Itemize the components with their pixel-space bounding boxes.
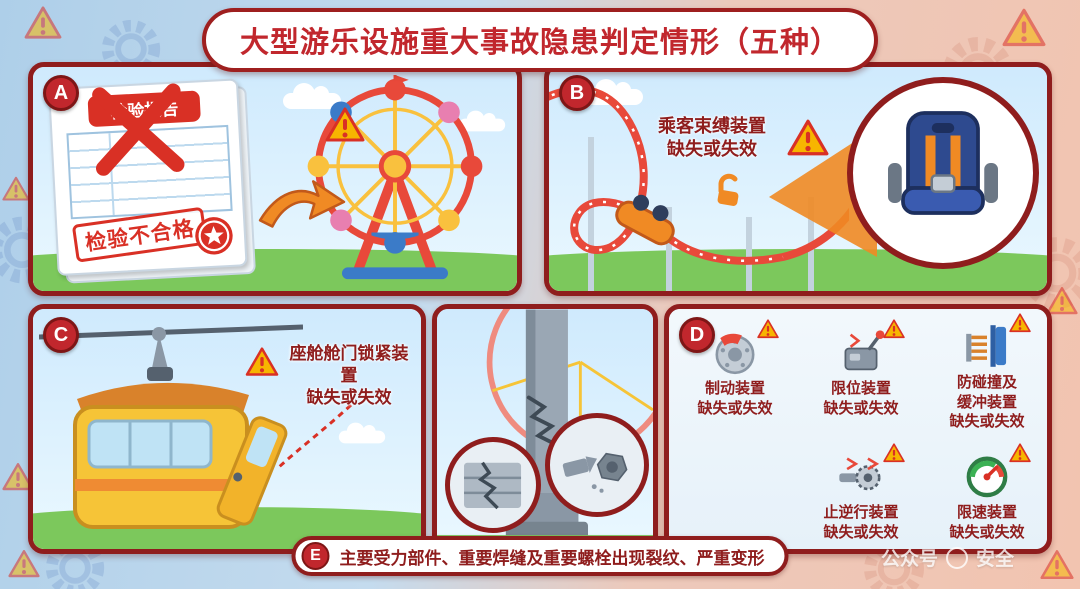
anti-reverse-icon (839, 457, 881, 491)
panel-e-banner: E 主要受力部件、重要焊缝及重要螺栓出现裂纹、严重变形 (291, 536, 789, 576)
door-lock-label-line2: 缺失或失效 (306, 388, 392, 408)
brake-icon (715, 333, 755, 375)
panel-d-badge: D (679, 317, 715, 353)
panel-a-badge-letter: A (53, 81, 69, 104)
device-item-anti-reverse: 止逆行装置 缺失或失效 (801, 443, 921, 542)
poster-title-banner: 大型游乐设施重大事故隐患判定情形（五种） (201, 8, 879, 72)
limit-switch-icon (844, 330, 885, 371)
panel-c-badge: C (43, 317, 79, 353)
broken-bolt-illustration (563, 453, 628, 494)
warning-icon (325, 107, 365, 142)
restraint-label: 乘客束缚装置 缺失或失效 (637, 115, 787, 162)
document-paper: 检验报告 检验不合格 (48, 78, 248, 277)
warning-icon (245, 347, 279, 376)
panel-c-badge-letter: C (53, 323, 69, 346)
warning-icon (1046, 287, 1078, 315)
broken-lock-icon (717, 173, 739, 206)
door-lock-label-line1: 座舱舱门锁紧装置 (289, 344, 409, 386)
panel-a-badge: A (43, 75, 79, 111)
device-item-speed-limiter: 限速装置 缺失或失效 (927, 443, 1047, 542)
warning-icon (757, 319, 779, 339)
panel-a-inspection-failed: 检验报告 检验不合格 (28, 62, 522, 296)
cable-car-illustration (39, 324, 303, 529)
device-label: 缺失或失效 (697, 399, 773, 417)
device-label: 缓冲装置 (956, 393, 1017, 411)
warning-icon (883, 319, 905, 339)
seat-with-harness-illustration (888, 111, 998, 215)
panel-cracked-column (432, 304, 658, 554)
red-x-icon (92, 83, 185, 176)
door-lock-label: 座舱舱门锁紧装置 缺失或失效 (245, 343, 413, 409)
panel-c-cabin-door-lock: 座舱舱门锁紧装置 缺失或失效 C (28, 304, 426, 554)
watermark-logo (945, 546, 968, 569)
callout-dashed-line (277, 403, 353, 469)
panel-d-device-failures: 制动装置 缺失或失效 限位装置 缺失或失效 (664, 304, 1052, 554)
warning-icon (1009, 313, 1031, 333)
device-label: 缺失或失效 (823, 399, 899, 417)
cloud-icon (458, 110, 506, 132)
ferris-wheel-illustration (307, 74, 483, 280)
panel-e-badge: E (301, 542, 330, 570)
device-item-buffer: 防碰撞及 缓冲装置 缺失或失效 (927, 313, 1047, 432)
device-label: 防碰撞及 (956, 374, 1017, 391)
page-title: 大型游乐设施重大事故隐患判定情形（五种） (239, 27, 841, 59)
inspection-report-document: 检验报告 检验不合格 (48, 78, 256, 284)
panel-b-badge: B (559, 75, 595, 111)
speed-limiter-icon (966, 456, 1008, 498)
panel-b-restraint-failure: 乘客束缚装置 缺失或失效 B (544, 62, 1052, 296)
panel-b-badge-letter: B (569, 81, 585, 104)
device-item-limit: 限位装置 缺失或失效 (801, 319, 921, 418)
crack-magnifier-circle (445, 437, 541, 533)
broken-bolt-magnifier-circle (545, 413, 649, 517)
device-label: 制动装置 (704, 380, 765, 397)
warning-icon (1002, 8, 1046, 47)
device-label: 缺失或失效 (949, 413, 1025, 430)
base-crack-illustration (464, 462, 522, 510)
warning-icon (2, 176, 30, 201)
watermark: 公众号 安全 (881, 544, 1014, 571)
cloud-icon (338, 422, 386, 444)
device-label: 止逆行装置 (823, 504, 899, 521)
warning-icon (24, 6, 62, 39)
device-label: 缺失或失效 (949, 523, 1025, 541)
device-label: 缺失或失效 (823, 523, 899, 541)
cloud-icon (283, 83, 341, 109)
device-item-brake: 制动装置 缺失或失效 (675, 319, 795, 418)
warning-icon (2, 463, 34, 491)
arrow-right-icon (258, 180, 346, 228)
warning-icon (1040, 550, 1074, 580)
panel-e-label: 主要受力部件、重要焊缝及重要螺栓出现裂纹、严重变形 (339, 548, 765, 568)
watermark-text-right: 安全 (975, 549, 1014, 570)
warning-icon (8, 550, 40, 578)
restraint-label-line1: 乘客束缚装置 (658, 116, 766, 136)
warning-icon (883, 443, 905, 463)
restraint-label-line2: 缺失或失效 (667, 139, 757, 160)
warning-icon (1009, 443, 1031, 463)
watermark-text-left: 公众号 (880, 549, 938, 570)
warning-icon (787, 119, 829, 156)
device-label: 限速装置 (956, 504, 1017, 521)
device-label: 限位装置 (830, 380, 891, 397)
buffer-icon (966, 325, 1007, 367)
panel-e-badge-letter: E (310, 547, 321, 564)
seat-magnifier-circle (847, 77, 1039, 269)
roller-coaster-illustration (549, 85, 849, 291)
gear-icon (101, 19, 161, 79)
panel-d-badge-letter: D (689, 323, 705, 346)
star-seal-icon (195, 217, 233, 255)
